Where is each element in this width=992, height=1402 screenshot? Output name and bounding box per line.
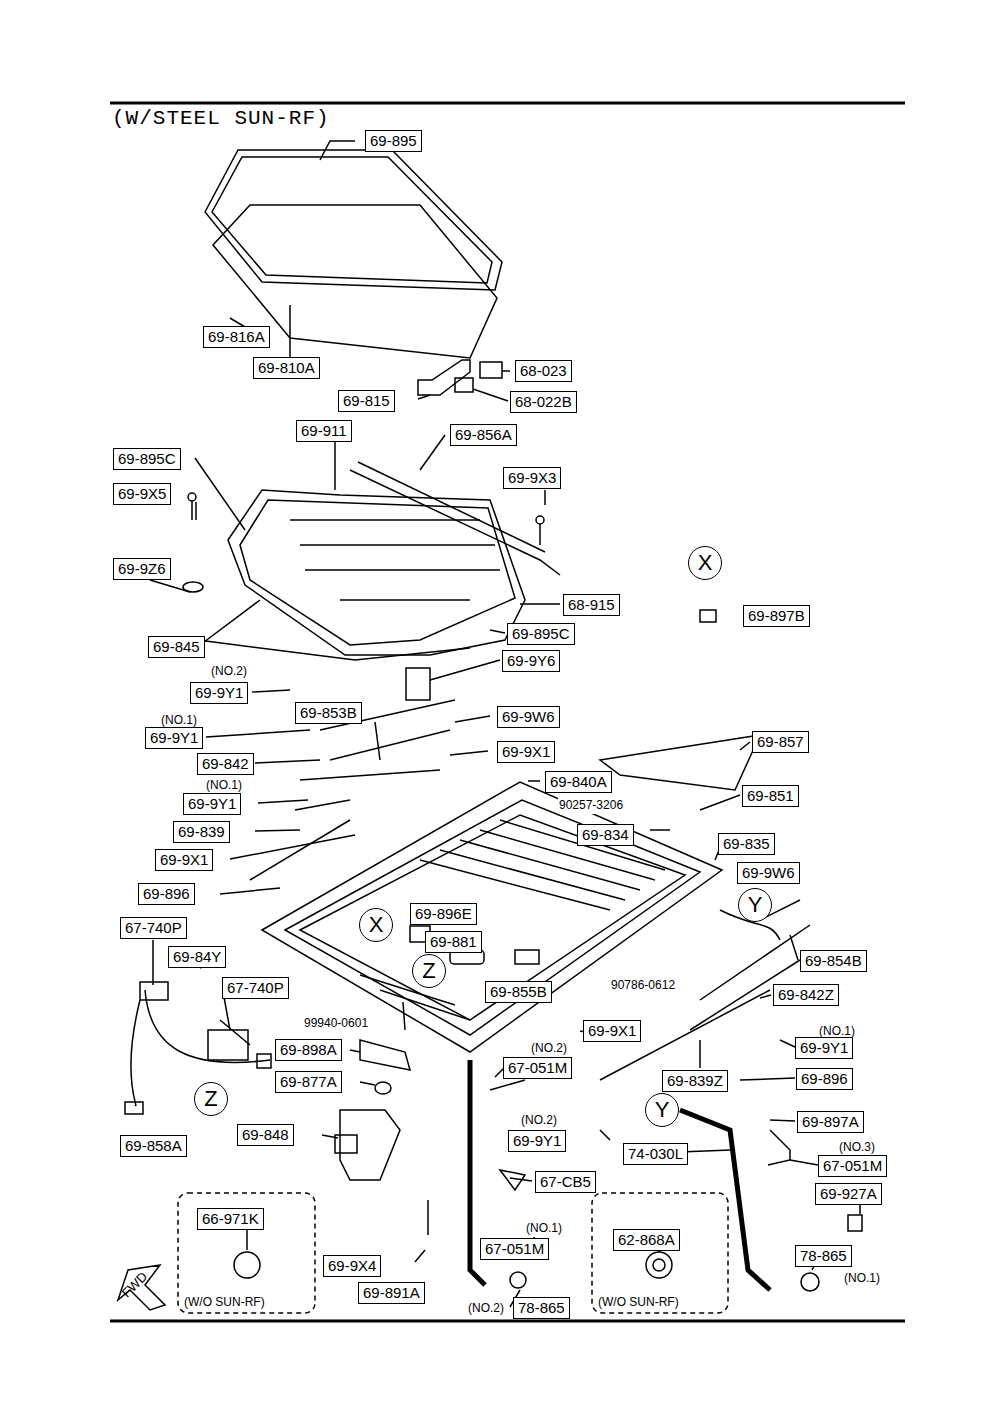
callout-number: 69-858A	[120, 1135, 187, 1157]
callout-number: 69-877A	[275, 1071, 342, 1093]
callout-number: 69-896	[138, 883, 195, 905]
note-text: (W/O SUN-RF)	[183, 1293, 266, 1311]
note-text: 99940-0601	[303, 1014, 369, 1032]
callout-number: 67-051M	[480, 1238, 549, 1260]
callout-number: 62-868A	[613, 1229, 680, 1251]
callout-number: 69-853B	[295, 702, 362, 724]
reference-circle: Y	[738, 888, 772, 922]
callout-number: 67-051M	[818, 1155, 887, 1177]
note-text: (NO.1)	[525, 1219, 563, 1237]
callout-number: 69-895C	[507, 623, 575, 645]
callout-number: 69-84Y	[168, 946, 226, 968]
callout-number: 69-854B	[800, 950, 867, 972]
callout-number: 69-835	[718, 833, 775, 855]
callout-number: 69-9Y1	[145, 727, 203, 749]
callout-number: 69-9Y1	[190, 682, 248, 704]
callout-number: 74-030L	[623, 1143, 688, 1165]
note-text: (NO.2)	[520, 1111, 558, 1129]
callout-number: 69-897A	[797, 1111, 864, 1133]
callout-number: 69-896	[796, 1068, 853, 1090]
callout-number: 78-865	[513, 1297, 570, 1319]
note-text: (NO.2)	[467, 1299, 505, 1317]
callout-number: 68-023	[515, 360, 572, 382]
callout-number: 69-898A	[275, 1039, 342, 1061]
reference-circle: Z	[412, 954, 446, 988]
callout-number: 69-816A	[203, 326, 270, 348]
reference-circle: X	[359, 908, 393, 942]
callout-number: 69-9X5	[113, 483, 171, 505]
callout-number: 69-9X3	[503, 467, 561, 489]
reference-circle: Z	[194, 1082, 228, 1116]
callout-number: 69-9X1	[497, 741, 555, 763]
callout-number: 69-895	[365, 130, 422, 152]
callout-number: 69-9Y1	[183, 793, 241, 815]
callout-number: 67-051M	[503, 1057, 572, 1079]
callout-number: 69-840A	[545, 771, 612, 793]
note-text: (NO.3)	[838, 1138, 876, 1156]
note-text: (NO.2)	[210, 662, 248, 680]
callout-number: 68-022B	[510, 391, 577, 413]
callout-number: 69-881	[425, 931, 482, 953]
callout-number: 69-9Y1	[795, 1037, 853, 1059]
callout-number: 69-845	[148, 636, 205, 658]
note-text: 90786-0612	[610, 976, 676, 994]
callout-number: 69-9W6	[737, 862, 800, 884]
callout-number: 69-9W6	[497, 706, 560, 728]
callout-number: 69-857	[752, 731, 809, 753]
callout-number: 69-848	[237, 1124, 294, 1146]
callout-number: 66-971K	[197, 1208, 264, 1230]
reference-circle: Y	[645, 1093, 679, 1127]
callout-number: 69-896E	[410, 903, 477, 925]
note-text: (W/O SUN-RF)	[597, 1293, 680, 1311]
callout-number: 69-842	[197, 753, 254, 775]
callout-number: 69-856A	[450, 424, 517, 446]
note-text: 90257-3206	[558, 796, 624, 814]
callout-number: 69-927A	[815, 1183, 882, 1205]
callout-number: 69-815	[338, 390, 395, 412]
callout-number: 69-9X4	[323, 1255, 381, 1277]
callout-number: 69-839	[173, 821, 230, 843]
callout-number: 67-740P	[222, 977, 289, 999]
callout-number: 69-911	[296, 420, 352, 442]
callout-number: 69-9X1	[583, 1020, 641, 1042]
note-text: (NO.1)	[205, 776, 243, 794]
callout-number: 67-CB5	[535, 1171, 596, 1193]
note-text: (NO.2)	[530, 1039, 568, 1057]
callout-number: 69-895C	[113, 448, 181, 470]
callout-number: 69-851	[742, 785, 799, 807]
diagram-title: (W/STEEL SUN-RF)	[112, 107, 330, 130]
callout-number: 68-915	[563, 594, 620, 616]
callout-number: 69-897B	[743, 605, 810, 627]
callout-number: 69-842Z	[773, 984, 839, 1006]
callout-number: 69-810A	[253, 357, 320, 379]
callout-number: 69-834	[577, 824, 634, 846]
callout-number: 78-865	[795, 1245, 852, 1267]
callout-number: 69-9Z6	[113, 558, 171, 580]
callout-number: 69-9Y1	[508, 1130, 566, 1152]
callout-number: 69-9X1	[155, 849, 213, 871]
callout-number: 67-740P	[120, 917, 187, 939]
callout-number: 69-855B	[485, 981, 552, 1003]
callout-number: 69-839Z	[662, 1070, 728, 1092]
note-text: (NO.1)	[843, 1269, 881, 1287]
reference-circle: X	[688, 546, 722, 580]
callout-number: 69-9Y6	[502, 650, 560, 672]
callout-number: 69-891A	[358, 1282, 425, 1304]
